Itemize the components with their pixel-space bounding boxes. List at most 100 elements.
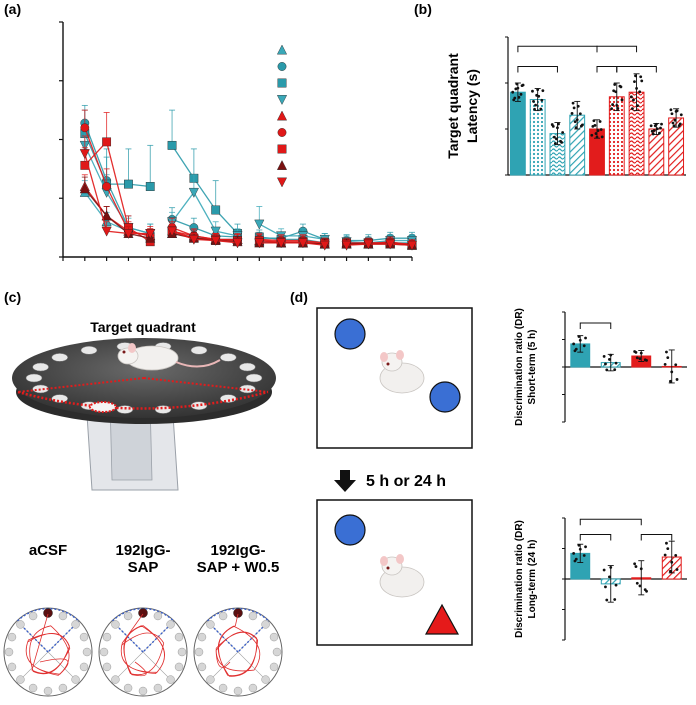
data-dot [514,87,518,91]
data-dot [669,379,672,383]
series-line [84,153,151,235]
data-dot [620,98,624,102]
data-dot [531,89,534,93]
data-dot [540,98,544,102]
data-point [145,229,156,239]
track-group-label: SAP [128,559,159,576]
series-line [171,145,238,234]
data-dot [534,103,537,107]
legend-marker [276,44,288,55]
data-dot [675,378,679,381]
data-dot [574,347,578,351]
data-dot [635,581,639,585]
track-hole [123,611,133,621]
data-dot [634,565,638,568]
data-dot [517,95,521,99]
data-dot [632,98,635,102]
track-hole [272,647,282,657]
escape-hole-marker [138,608,148,618]
track-hole [102,662,112,672]
data-point [188,234,199,245]
data-point [188,187,199,198]
track-hole [174,662,184,672]
track-hole [7,632,17,642]
data-dot [578,338,582,342]
panel-label-b: (b) [414,1,432,17]
panel-label-a: (a) [4,1,21,17]
swim-track [120,613,165,677]
data-dot [608,575,611,579]
maze-hole [51,353,68,362]
track-hole [16,675,25,684]
delay-arrow: 5 h or 24 h [334,470,446,492]
data-dot [638,357,642,361]
track-hole [4,647,14,657]
data-dot [678,122,682,126]
legend-marker [277,78,287,88]
data-dot [608,358,611,361]
track-hole [153,683,163,693]
data-dot [595,135,599,139]
legend-marker [277,62,287,71]
data-dot [555,137,558,141]
data-dot [571,101,575,105]
data-dot [670,370,674,374]
data-dot [658,131,661,135]
data-dot [610,107,613,111]
data-point [210,236,221,246]
data-point [319,240,330,251]
data-dot [541,89,545,93]
track-hole [206,620,215,629]
data-dot [537,94,541,98]
data-point [79,149,90,160]
data-dot [654,122,658,126]
track-hole [233,686,243,696]
data-dot [584,336,587,340]
data-dot [535,93,539,97]
track-hole [58,611,68,621]
bar-192igg-sap-w-sr [648,128,665,176]
data-dot [573,120,577,124]
track-group-label: aCSF [29,542,67,559]
significance-bracket [596,45,638,53]
rat-icon [117,343,221,371]
track-hole [166,675,175,684]
y-axis-label: Long-term (24 h) [527,540,538,619]
data-dot [670,112,674,116]
data-dot [655,127,659,131]
data-dot [612,89,616,93]
data-dot [513,96,517,100]
data-dot [614,90,618,94]
legend-marker [276,95,288,105]
significance-bracket [517,45,598,53]
data-dot [574,557,578,561]
data-point [211,205,221,215]
data-dot [581,123,584,127]
target-quadrant-title: Target quadrant [90,319,196,335]
significance-bracket [596,65,618,73]
data-dot [675,109,679,113]
track-hole [71,620,80,629]
rat-icon [379,554,425,598]
data-dot [604,585,607,589]
maze-hole [190,401,208,410]
track-hole [197,662,207,672]
data-point [363,239,374,250]
significance-bracket [640,533,673,541]
data-dot [665,350,668,354]
data-dot [556,126,559,130]
track-hole [166,620,175,629]
maze-hole [239,362,256,372]
data-dot [613,368,617,372]
data-dot [672,124,676,128]
data-dot [574,126,578,130]
data-dot [669,569,672,573]
track-hole [218,683,228,693]
track-group-label: 192IgG- [115,542,170,559]
maze-hole [154,405,172,414]
target-quadrant-outline [17,377,269,393]
data-dot [511,90,515,94]
y-axis-label: Discrimination ratio (DR) [514,520,525,638]
data-dot [663,362,667,366]
